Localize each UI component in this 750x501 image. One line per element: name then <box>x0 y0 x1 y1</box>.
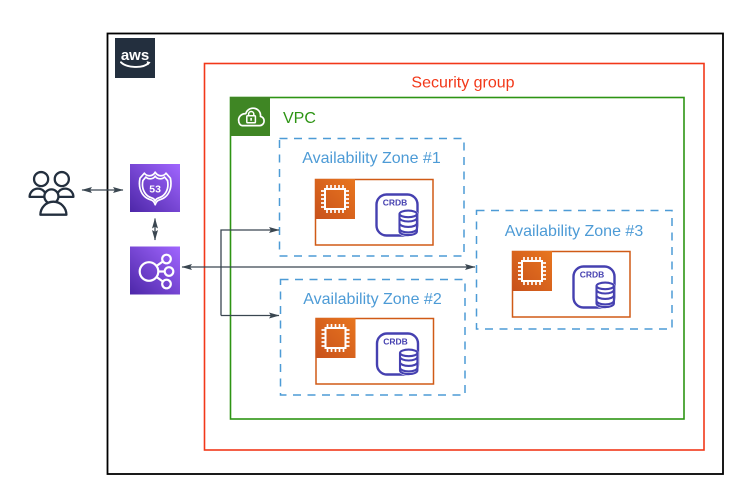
svg-text:Availability Zone #2: Availability Zone #2 <box>303 291 442 308</box>
svg-text:Availability Zone #3: Availability Zone #3 <box>505 223 644 240</box>
svg-text:Security group: Security group <box>411 75 514 92</box>
svg-text:Availability Zone #1: Availability Zone #1 <box>302 150 441 167</box>
svg-text:aws: aws <box>121 47 149 64</box>
svg-text:CRDB: CRDB <box>383 198 408 208</box>
svg-text:53: 53 <box>149 183 161 195</box>
svg-text:VPC: VPC <box>283 110 316 127</box>
